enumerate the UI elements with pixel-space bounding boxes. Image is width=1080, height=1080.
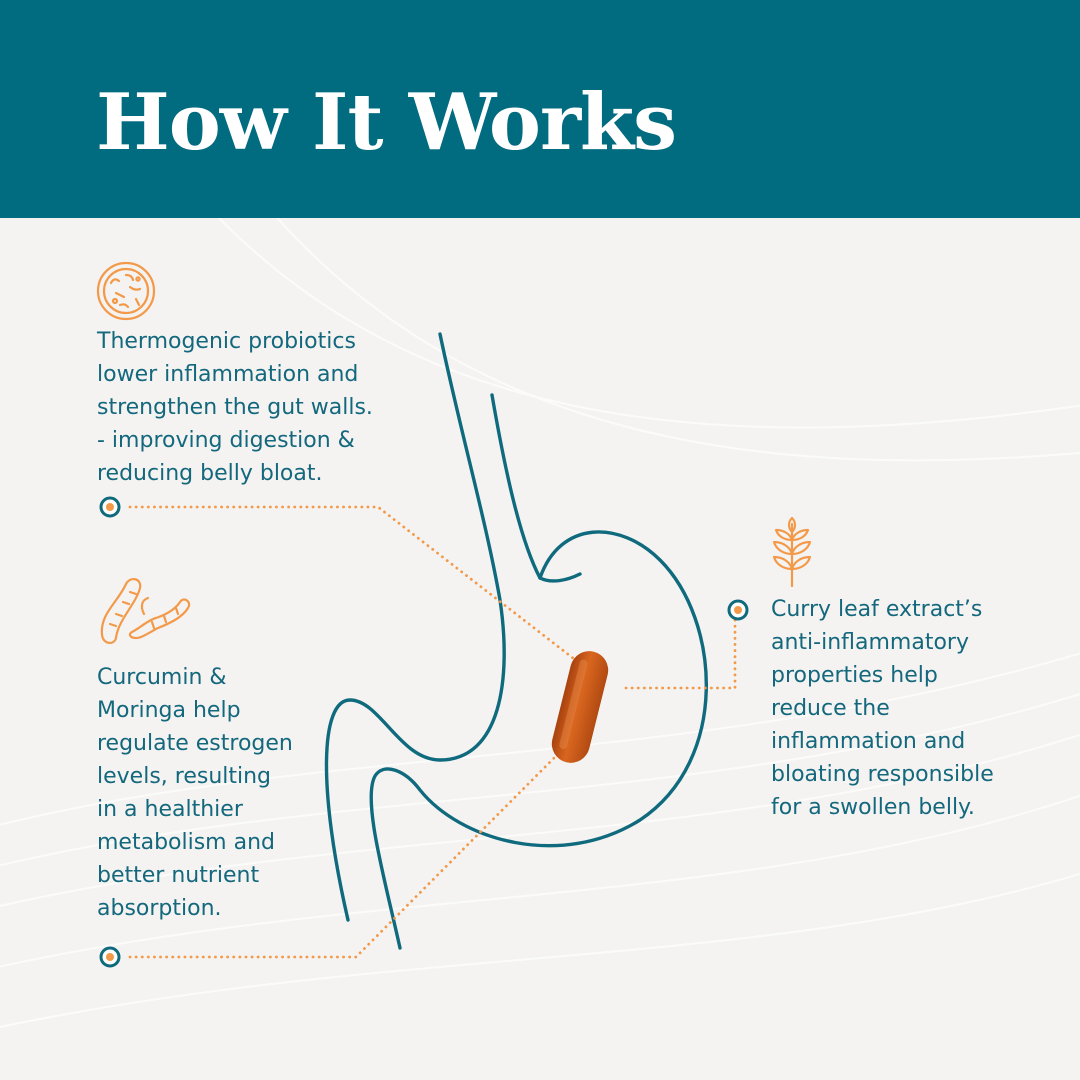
wheat-leaf-icon xyxy=(772,516,812,588)
curcumin-description: Curcumin & Moringa help regulate estroge… xyxy=(97,661,293,925)
background-texture xyxy=(0,218,1080,1029)
description-line: strengthen the gut walls. xyxy=(97,395,373,420)
description-line: anti-inflammatory xyxy=(771,630,969,655)
description-line: lower inflammation and xyxy=(97,362,359,387)
description-line: Moringa help xyxy=(97,698,241,723)
description-line: - improving digestion & xyxy=(97,428,355,453)
connector-dot xyxy=(99,496,121,518)
description-line: inflammation and xyxy=(771,729,966,754)
description-line: bloating responsible xyxy=(771,762,994,787)
probiotic-bacteria-icon xyxy=(96,261,156,321)
description-line: reducing belly bloat. xyxy=(97,461,323,486)
turmeric-root-icon xyxy=(100,578,191,644)
connector-dot xyxy=(727,599,749,621)
curry-leaf-description: Curry leaf extract’s anti-inflammatory p… xyxy=(771,593,994,824)
description-line: levels, resulting xyxy=(97,764,272,789)
probiotics-description: Thermogenic probiotics lower inflammatio… xyxy=(97,325,373,490)
description-line: reduce the xyxy=(771,696,890,721)
description-line: metabolism and xyxy=(97,830,275,855)
description-line: in a healthier xyxy=(97,797,243,822)
description-line: Curry leaf extract’s xyxy=(771,597,983,622)
description-line: for a swollen belly. xyxy=(771,795,975,820)
description-line: absorption. xyxy=(97,896,222,921)
connector-lines xyxy=(128,505,737,959)
page-title: How It Works xyxy=(96,77,677,168)
description-line: regulate estrogen xyxy=(97,731,293,756)
description-line: Curcumin & xyxy=(97,665,227,690)
stomach-outline xyxy=(324,332,708,950)
connector-dot xyxy=(99,946,121,968)
header-banner xyxy=(0,0,1080,218)
description-line: better nutrient xyxy=(97,863,260,888)
description-line: properties help xyxy=(771,663,938,688)
description-line: Thermogenic probiotics xyxy=(97,329,356,354)
capsule-icon xyxy=(551,651,609,763)
